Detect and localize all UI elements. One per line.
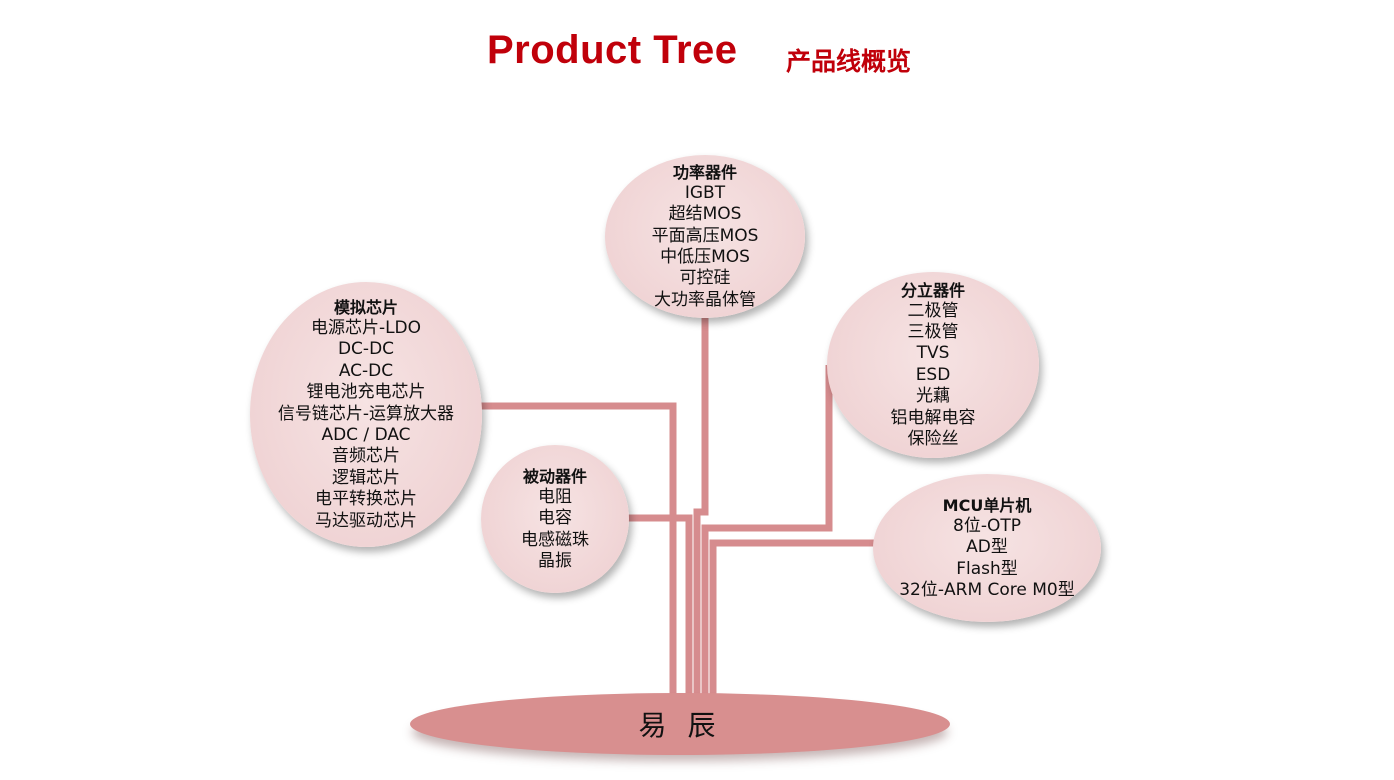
category-item: 铝电解电容 [890, 407, 976, 428]
category-item: 超结MOS [668, 204, 742, 225]
category-item: 电阻 [538, 486, 572, 507]
category-title: 分立器件 [900, 280, 965, 300]
branch-discrete [701, 365, 833, 705]
category-item: 信号链芯片-运算放大器 [277, 403, 455, 424]
category-item: 中低压MOS [660, 247, 750, 267]
category-power-devices: 功率器件 IGBT 超结MOS 平面高压MOS 中低压MOS 可控硅 大功率晶体… [605, 155, 805, 318]
category-item: 锂电池充电芯片 [306, 382, 426, 403]
branch-analog [480, 402, 677, 705]
category-item: 音频芯片 [332, 446, 400, 467]
category-item: 马达驱动芯片 [315, 510, 417, 531]
category-item: 二极管 [907, 300, 959, 321]
branch-power [693, 318, 709, 705]
category-title: 功率器件 [672, 162, 737, 182]
category-item: ADC / DAC [321, 425, 411, 445]
branch-passive [628, 514, 693, 705]
category-item: DC-DC [337, 339, 395, 360]
tree-base: 易 辰 [410, 693, 950, 755]
page-subtitle: 产品线概览 [786, 47, 912, 76]
category-item: AC-DC [338, 360, 394, 381]
category-analog-chips: 模拟芯片 电源芯片-LDO DC-DC AC-DC 锂电池充电芯片 信号链芯片-… [250, 282, 482, 547]
category-item: 平面高压MOS [651, 225, 759, 246]
category-item: Flash型 [956, 558, 1018, 579]
category-item: 保险丝 [907, 429, 959, 450]
category-item: 大功率晶体管 [654, 289, 756, 310]
page-title: Product Tree [487, 28, 738, 72]
category-item: 晶振 [538, 550, 572, 571]
category-item: AD型 [966, 537, 1008, 558]
branch-mcu [709, 539, 875, 705]
category-item: 32位-ARM Core M0型 [899, 579, 1075, 600]
category-item: 可控硅 [679, 268, 731, 289]
category-passive-components: 被动器件 电阻 电容 电感磁珠 晶振 [481, 445, 629, 593]
category-item: 电感磁珠 [521, 529, 589, 550]
category-title: 被动器件 [522, 466, 587, 486]
category-item: 8位-OTP [953, 515, 1021, 536]
category-item: 光藕 [916, 386, 950, 407]
category-mcu: MCU单片机 8位-OTP AD型 Flash型 32位-ARM Core M0… [873, 474, 1101, 622]
category-discrete-devices: 分立器件 二极管 三极管 TVS ESD 光藕 铝电解电容 保险丝 [827, 272, 1039, 458]
category-item: IGBT [684, 182, 726, 203]
category-item: 三极管 [907, 321, 959, 342]
company-name: 易 辰 [638, 709, 722, 742]
category-item: 电容 [538, 508, 572, 529]
category-title: 模拟芯片 [333, 297, 398, 317]
category-item: 电平转换芯片 [315, 489, 417, 510]
category-title: MCU单片机 [942, 495, 1032, 515]
category-item: ESD [915, 364, 951, 385]
category-item: 电源芯片-LDO [310, 317, 422, 338]
category-item: TVS [916, 343, 950, 364]
category-item: 逻辑芯片 [332, 467, 400, 488]
